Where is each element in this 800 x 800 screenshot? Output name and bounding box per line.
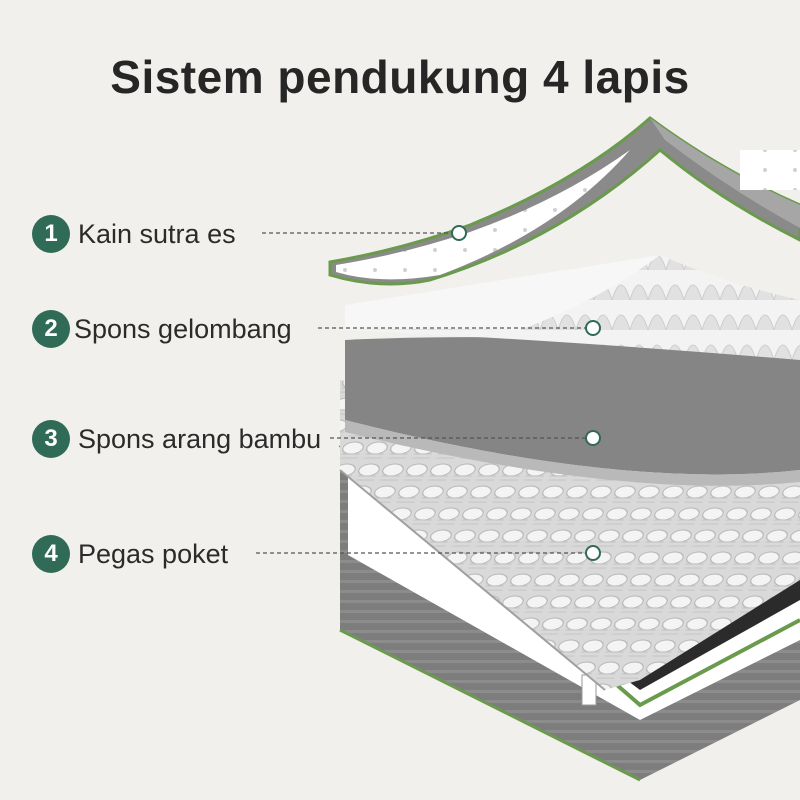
ice-silk-cover-layer bbox=[328, 116, 800, 286]
layer-label-text: Spons gelombang bbox=[74, 313, 292, 344]
leader-dots bbox=[451, 225, 601, 561]
page-title: Sistem pendukung 4 lapis bbox=[110, 51, 690, 103]
wave-foam-layer bbox=[345, 255, 800, 360]
layer-label-3: 3 Spons arang bambu bbox=[32, 419, 321, 459]
layer-label-2: 2 Spons gelombang bbox=[32, 309, 292, 349]
layer-number-badge: 4 bbox=[32, 535, 70, 573]
leader-dot-3 bbox=[585, 430, 601, 446]
leader-dot-1 bbox=[451, 225, 467, 241]
leader-dot-4 bbox=[585, 545, 601, 561]
layer-label-text: Spons arang bambu bbox=[78, 423, 322, 454]
layer-number-badge: 3 bbox=[32, 420, 70, 458]
charcoal-foam-layer bbox=[345, 337, 800, 486]
layer-number-badge: 2 bbox=[32, 310, 70, 348]
layer-label-text: Kain sutra es bbox=[78, 218, 236, 249]
leader-dot-2 bbox=[585, 320, 601, 336]
layer-number-badge: 1 bbox=[32, 215, 70, 253]
layer-label-1: 1 Kain sutra es bbox=[32, 214, 236, 254]
layer-label-text: Pegas poket bbox=[78, 538, 229, 569]
layer-label-4: 4 Pegas poket bbox=[32, 534, 228, 574]
leader-lines bbox=[256, 232, 586, 554]
